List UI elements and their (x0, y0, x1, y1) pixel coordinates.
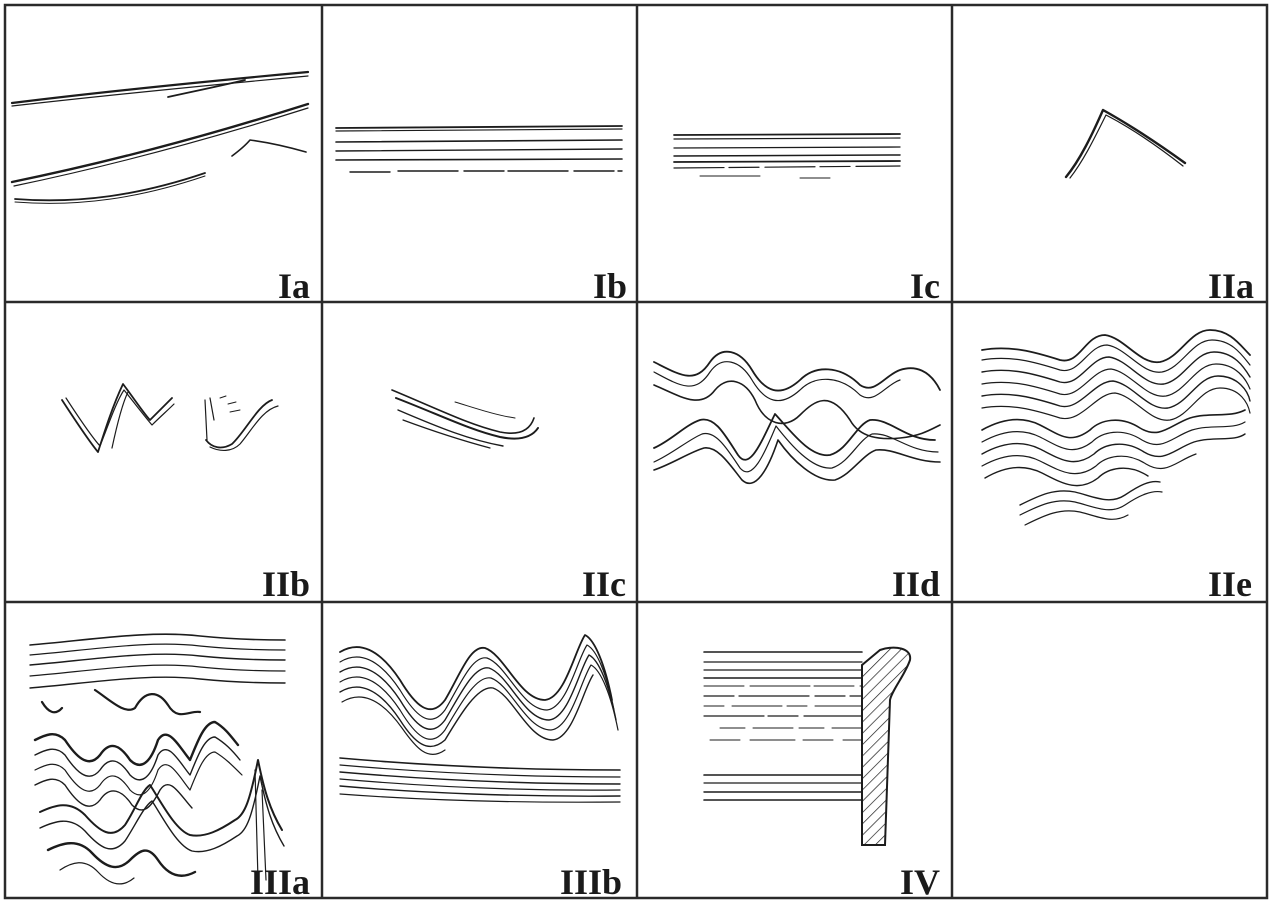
panel-label-iiia: IIIa (250, 862, 311, 902)
sketch-iv (703, 646, 912, 846)
sketch-iic (391, 389, 539, 449)
panel-label-iic: IIc (582, 564, 626, 604)
panel-label-iib: IIb (262, 564, 311, 604)
panel-label-ic: Ic (910, 266, 940, 306)
sketch-iib (61, 383, 279, 453)
panel-label-iia: IIa (1208, 266, 1255, 306)
sketch-iia (1064, 108, 1187, 179)
panel-grid (3, 3, 1269, 900)
sketch-ic (673, 133, 901, 179)
sketch-iiib (339, 634, 621, 803)
panel-label-iid: IId (892, 564, 941, 604)
panel-label-iiib: IIIb (560, 862, 623, 902)
panel-label-ib: Ib (593, 266, 628, 306)
panel-label-ia: Ia (278, 266, 311, 306)
sketch-iie (981, 329, 1251, 526)
panel-label-iv: IV (900, 862, 941, 902)
sketch-iiia (29, 633, 286, 885)
sketch-ia (10, 70, 310, 204)
sketch-iid (653, 350, 941, 485)
panel-label-iie: IIe (1208, 564, 1252, 604)
sketch-ib (335, 125, 623, 173)
